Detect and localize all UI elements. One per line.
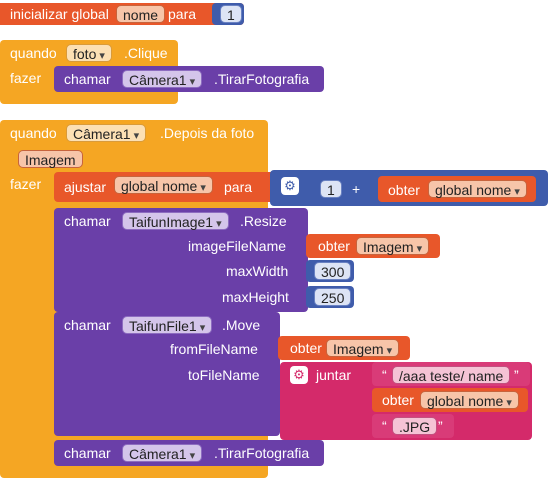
- resize-component-dropdown[interactable]: TaifunImage1: [122, 212, 229, 230]
- move-arg-from: fromFileName: [170, 341, 258, 357]
- gear-icon[interactable]: ⚙: [290, 366, 308, 384]
- resize-call-label: chamar: [64, 213, 111, 229]
- set-label: ajustar: [64, 179, 107, 195]
- join-get-dropdown[interactable]: global nome: [420, 391, 519, 409]
- global-init-to: para: [168, 6, 197, 22]
- get-var-dropdown[interactable]: global nome: [428, 180, 527, 198]
- resize-arg-maxwidth: maxWidth: [226, 263, 289, 279]
- final-call-label: chamar: [64, 445, 111, 461]
- math-num[interactable]: 1: [320, 180, 342, 198]
- call-method: .TirarFotografia: [214, 71, 310, 87]
- move-get-label: obter: [290, 340, 322, 356]
- text-string-1[interactable]: /aaa teste/ name: [392, 366, 511, 384]
- component-dropdown-camera2[interactable]: Câmera1: [66, 124, 147, 142]
- resize-arg-maxheight: maxHeight: [222, 289, 289, 305]
- call-label: chamar: [64, 71, 111, 87]
- resize-method: .Resize: [240, 213, 287, 229]
- component-dropdown-camera[interactable]: Câmera1: [122, 70, 203, 88]
- move-arg-to: toFileName: [188, 367, 260, 383]
- component-dropdown-foto[interactable]: foto: [66, 44, 112, 62]
- join-label: juntar: [316, 367, 352, 383]
- event-param-imagem[interactable]: Imagem: [18, 150, 83, 168]
- set-var-dropdown[interactable]: global nome: [114, 176, 213, 194]
- quote-open-2: “: [382, 418, 387, 434]
- event-name: .Clique: [124, 45, 168, 61]
- quote-close-2: ”: [438, 418, 443, 434]
- event-do-label: fazer: [10, 70, 42, 86]
- text-string-2[interactable]: .JPG: [392, 417, 438, 435]
- number-value[interactable]: 1: [220, 5, 242, 23]
- get-label: obter: [388, 182, 420, 198]
- move-component-dropdown[interactable]: TaifunFile1: [122, 316, 213, 334]
- join-get-label: obter: [382, 392, 414, 408]
- resize-get-dropdown[interactable]: Imagem: [356, 237, 430, 255]
- event2-when-label: quando: [10, 125, 57, 141]
- maxheight-value[interactable]: 250: [314, 288, 352, 306]
- global-var-name[interactable]: nome: [116, 5, 166, 23]
- set-to-label: para: [224, 179, 253, 195]
- quote-open-1: “: [382, 367, 387, 383]
- event2-do-label: fazer: [10, 176, 42, 192]
- event-when-label: quando: [10, 45, 57, 61]
- event2-name: .Depois da foto: [160, 125, 255, 141]
- final-component-dropdown[interactable]: Câmera1: [122, 444, 203, 462]
- maxwidth-value[interactable]: 300: [314, 262, 352, 280]
- move-call-label: chamar: [64, 317, 111, 333]
- math-plus: +: [352, 181, 361, 197]
- move-get-dropdown[interactable]: Imagem: [326, 339, 400, 357]
- final-call-method: .TirarFotografia: [214, 445, 310, 461]
- gear-icon[interactable]: ⚙: [281, 177, 299, 195]
- resize-arg-imagefilename: imageFileName: [188, 238, 287, 254]
- move-method: .Move: [222, 317, 261, 333]
- resize-get-label: obter: [318, 238, 350, 254]
- global-init-label: inicializar global: [10, 6, 109, 22]
- quote-close-1: ”: [514, 367, 519, 383]
